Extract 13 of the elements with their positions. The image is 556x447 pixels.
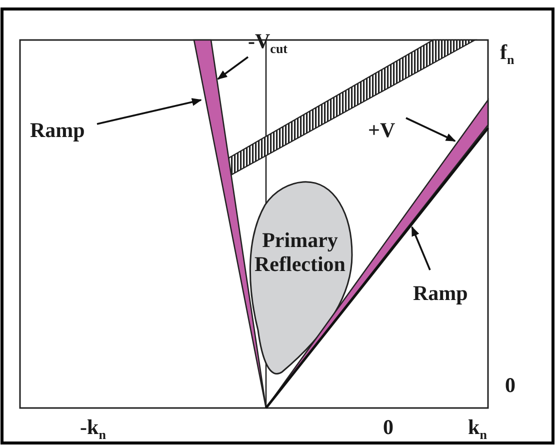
velocity-label: +V [368, 118, 396, 142]
callout-label: Ramp [30, 118, 85, 142]
tick-label: -k$_{n}$ [80, 415, 106, 444]
leader-arrow [411, 226, 431, 270]
leader-arrow [217, 56, 249, 80]
tick-label: k$_{n}$ [468, 415, 487, 444]
region-label: Primary Reflection [245, 228, 355, 276]
tick-label: 0 [505, 373, 516, 397]
tick-label: 0 [383, 415, 394, 439]
callout-label: Ramp [413, 281, 468, 305]
axis-label: f$_{n}$ [500, 40, 514, 70]
leader-arrow [96, 98, 202, 125]
leader-arrow [406, 117, 456, 142]
